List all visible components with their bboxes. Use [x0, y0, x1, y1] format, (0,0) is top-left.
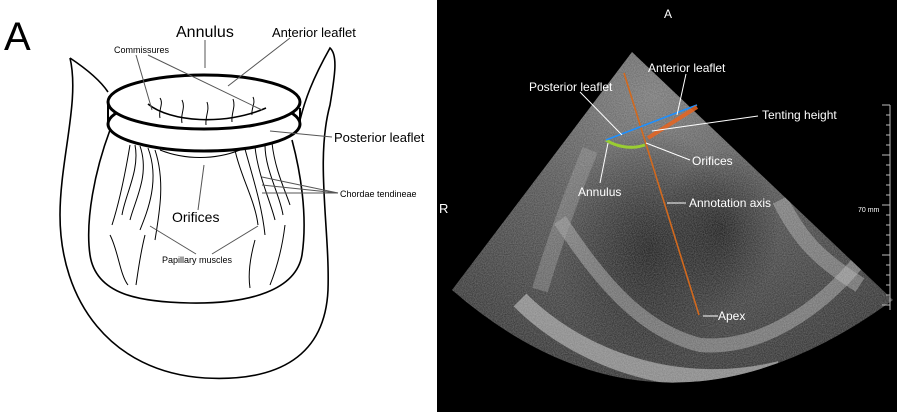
annulus-label: Annulus [176, 24, 234, 41]
papillary-muscles-label: Papillary muscles [162, 255, 233, 265]
panel-letter: A [4, 15, 31, 59]
papillary-muscle-left [110, 235, 145, 285]
papillary-muscle-right [249, 225, 285, 288]
orientation-right-marker: R [439, 201, 448, 216]
echo-posterior-leaflet-label: Posterior leaflet [529, 80, 613, 94]
mitral-valve-drawing: A [4, 15, 425, 378]
echo-apex-label: Apex [718, 309, 745, 323]
chordae-tendineae-label: Chordae tendineae [340, 189, 417, 199]
orifices-label: Orifices [172, 209, 219, 225]
echo-anterior-leaflet-label: Anterior leaflet [648, 61, 726, 75]
echo-tenting-height-label: Tenting height [762, 108, 837, 122]
posterior-leaflet-label: Posterior leaflet [334, 130, 425, 145]
orientation-anterior-marker: A [664, 7, 672, 21]
depth-scale-label: 70 mm [858, 207, 880, 214]
echo-orifices-label: Orifices [692, 154, 733, 168]
annulus-ring-top [108, 75, 300, 129]
echo-annulus-label: Annulus [578, 185, 621, 199]
ventricle-outer-wall-top [70, 58, 108, 92]
echocardiogram-panel: 70 mm A R Anterior leaflet Posterior lea… [437, 0, 897, 412]
echo-annotation-axis-label: Annotation axis [689, 196, 771, 210]
anterior-leaflet-label: Anterior leaflet [272, 25, 356, 40]
chordae-tendineae [112, 143, 290, 240]
commissures-label: Commissures [114, 45, 170, 55]
